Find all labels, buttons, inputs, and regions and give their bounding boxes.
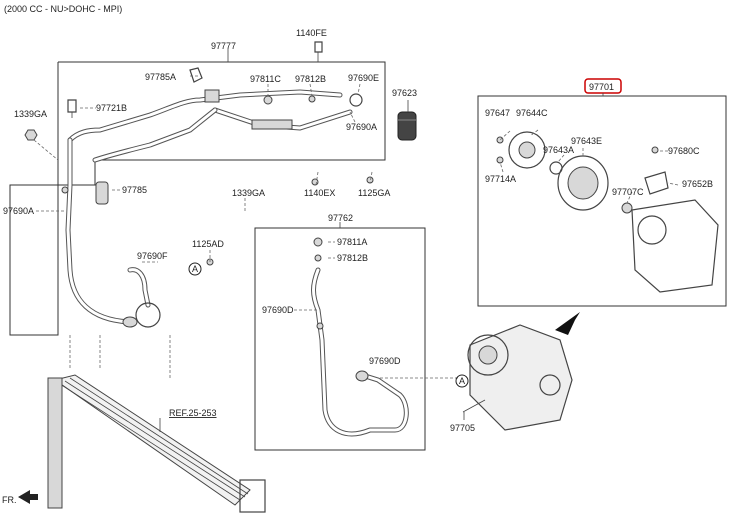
label-ref-25-253[interactable]: REF.25-253 <box>169 408 217 418</box>
group-97701-frame <box>477 95 727 307</box>
discharge-hose-middle <box>294 237 460 437</box>
svg-text:A: A <box>459 376 465 386</box>
label-97705: 97705 <box>450 423 475 433</box>
label-97785A: 97785A <box>145 72 176 82</box>
label-1140FE: 1140FE <box>296 28 327 38</box>
label-1339GA-mid: 1339GA <box>232 188 265 198</box>
leader-lines-left <box>33 75 373 380</box>
label-97812B-mid: 97812B <box>337 253 368 263</box>
label-97690D-left: 97690D <box>262 305 294 315</box>
engine-subtitle: (2000 CC - NU>DOHC - MPI) <box>4 4 122 14</box>
reference-marker-a-right: A <box>455 374 469 388</box>
label-97714A: 97714A <box>485 174 516 184</box>
label-97690A-mid: 97690A <box>346 122 377 132</box>
label-97785: 97785 <box>122 185 147 195</box>
reference-marker-a-left: A <box>188 262 202 276</box>
label-97644C: 97644C <box>516 108 548 118</box>
label-97623: 97623 <box>392 88 417 98</box>
label-97690D-right: 97690D <box>369 356 401 366</box>
label-97652B: 97652B <box>682 179 713 189</box>
label-97690F: 97690F <box>137 251 168 261</box>
label-97690E: 97690E <box>348 73 379 83</box>
label-97690A-left: 97690A <box>3 206 34 216</box>
discharge-hose-left <box>65 137 161 328</box>
label-1125GA: 1125GA <box>358 188 390 198</box>
receiver-drier <box>397 100 417 141</box>
label-97777: 97777 <box>211 41 236 51</box>
fittings-left <box>24 41 374 266</box>
label-front: FR. <box>2 495 17 505</box>
label-97701: 97701 <box>589 82 614 92</box>
label-97643E: 97643E <box>571 136 602 146</box>
label-97811C: 97811C <box>250 74 281 84</box>
label-97680C: 97680C <box>668 146 700 156</box>
label-97707C: 97707C <box>612 187 644 197</box>
condenser <box>47 374 266 513</box>
label-97643A: 97643A <box>543 145 574 155</box>
label-97647: 97647 <box>485 108 510 118</box>
label-1140EX: 1140EX <box>304 188 335 198</box>
svg-text:A: A <box>192 264 198 274</box>
front-arrow-icon <box>18 490 38 504</box>
group-97777-frame <box>9 61 386 336</box>
compressor-exploded-parts <box>496 129 719 293</box>
suction-hose-upper <box>67 89 363 163</box>
compressor-assembled <box>462 312 580 431</box>
label-97811A: 97811A <box>337 237 367 247</box>
label-97762: 97762 <box>328 213 353 223</box>
label-1125AD: 1125AD <box>192 239 224 249</box>
label-97812B-top: 97812B <box>295 74 326 84</box>
label-1339GA-left: 1339GA <box>14 109 47 119</box>
label-97721B: 97721B <box>96 103 127 113</box>
